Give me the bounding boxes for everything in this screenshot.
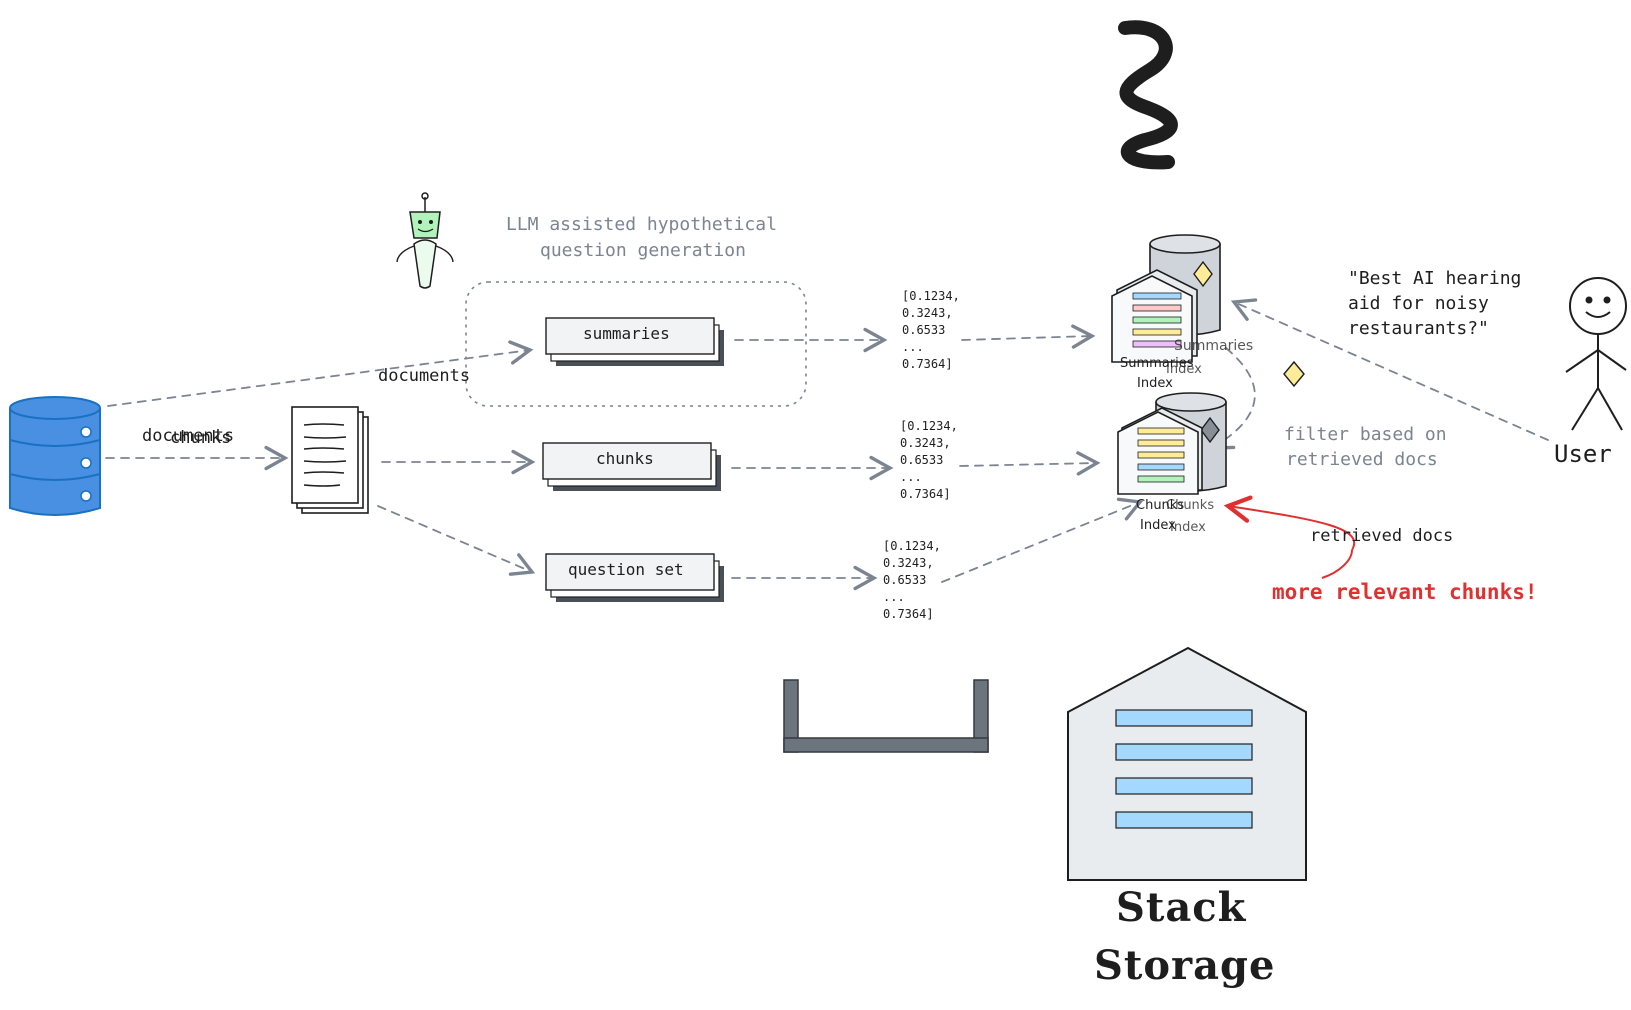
- summaries-card[interactable]: [545, 317, 724, 366]
- chunks-index-label-line1: Chunks: [1136, 498, 1185, 513]
- edge-vector2-to-chunks-index: [959, 451, 1101, 476]
- retrieved-docs-label: retrieved docs: [1310, 526, 1454, 546]
- stack-storage-label-line1: Stack: [1116, 884, 1247, 931]
- summaries-index-ghost-line2: Index: [1166, 362, 1202, 377]
- stick-figure-icon[interactable]: [1565, 277, 1627, 431]
- database-icon[interactable]: [9, 396, 101, 516]
- summaries-index-ghost-line1: Summaries: [1174, 338, 1254, 354]
- llm-caption-line1: LLM assisted hypothetical: [506, 214, 777, 235]
- stack-storage-label-line2: Storage: [1094, 942, 1276, 989]
- more-relevant-chunks-label: more relevant chunks!: [1272, 580, 1538, 604]
- chunks-index-icon[interactable]: [1117, 392, 1227, 495]
- edge-filter-summaries-to-chunks: [1209, 347, 1256, 450]
- llm-generation-group: [465, 281, 807, 407]
- user-label: User: [1554, 440, 1612, 468]
- filter-caption-line1: filter based on: [1284, 424, 1447, 445]
- bracket-tray-icon: [783, 679, 989, 753]
- document-stack-icon[interactable]: [291, 406, 369, 514]
- embedding-vector-question-set: [0.1234, 0.3243, 0.6533 ... 0.7364]: [883, 539, 941, 621]
- edge-label-chunks-overlap: chunks: [170, 428, 232, 448]
- user-query-line1: "Best AI hearing: [1348, 268, 1522, 289]
- user-query-line3: restaurants?": [1348, 318, 1489, 339]
- question-set-card-label: question set: [568, 560, 684, 579]
- chunks-index-ghost-line2: Index: [1170, 520, 1206, 535]
- embedding-vector-chunks: [0.1234, 0.3243, 0.6533 ... 0.7364]: [900, 419, 958, 501]
- edge-vector1-to-summaries-index: [961, 324, 1096, 349]
- filter-caption-line2: retrieved docs: [1286, 449, 1438, 470]
- llm-caption-line2: question generation: [540, 240, 746, 261]
- edge-label-documents-upper: documents: [378, 366, 471, 386]
- edge-user-to-summaries-index: [1230, 298, 1549, 441]
- question-set-card[interactable]: [545, 553, 724, 602]
- chunks-index-ghost-line1: Chunks: [1166, 498, 1215, 513]
- chunks-card-label: chunks: [596, 449, 654, 468]
- edge-db-to-summaries: [107, 340, 534, 407]
- summaries-index-label-line1: Summaries: [1120, 356, 1194, 371]
- edge-docs-to-question-set: [377, 505, 536, 576]
- diamond-marker: [1283, 360, 1305, 388]
- edge-retrieved-docs: [1223, 495, 1355, 551]
- embedding-vector-summaries: [0.1234, 0.3243, 0.6533 ... 0.7364]: [902, 289, 960, 371]
- summaries-card-label: summaries: [583, 324, 670, 343]
- summaries-index-icon[interactable]: [1111, 234, 1221, 363]
- summaries-index-label-line2: Index: [1137, 376, 1173, 391]
- chunks-card[interactable]: [542, 442, 721, 491]
- warehouse-icon[interactable]: [1067, 646, 1307, 881]
- robot-icon: [396, 192, 454, 289]
- curly-brace-icon: [1118, 20, 1178, 170]
- edge-label-documents-lower: documents: [142, 426, 235, 446]
- user-query-line2: aid for noisy: [1348, 293, 1489, 314]
- red-curl: [1321, 549, 1353, 579]
- edge-vector3-to-chunks-index: [941, 497, 1144, 583]
- chunks-index-label-line2: Index: [1140, 518, 1176, 533]
